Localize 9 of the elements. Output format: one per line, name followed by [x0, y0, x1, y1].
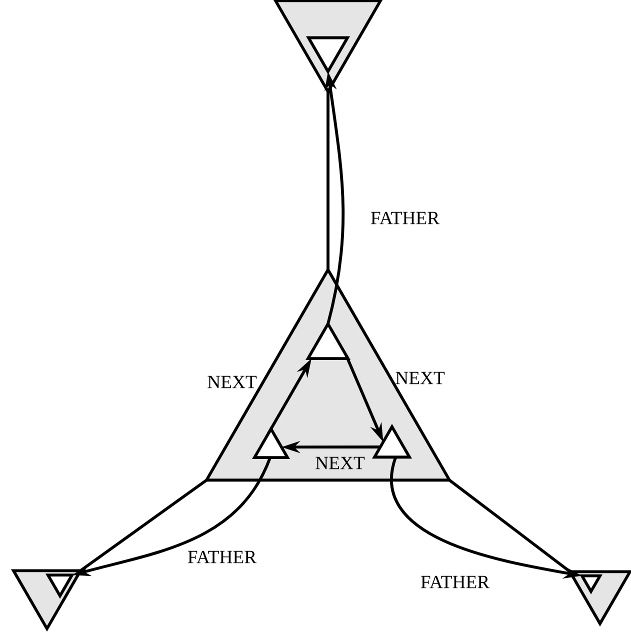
edge-label: FATHER: [420, 576, 490, 588]
edge-label: NEXT: [316, 456, 365, 470]
connector-line: [326, 92, 330, 270]
edge-label: FATHER: [188, 550, 257, 564]
edge-label: NEXT: [396, 372, 445, 384]
connector-line: [80, 478, 208, 572]
edge-label: NEXT: [208, 376, 257, 388]
edge-label: FATHER: [370, 212, 440, 224]
connector-line: [448, 478, 571, 573]
